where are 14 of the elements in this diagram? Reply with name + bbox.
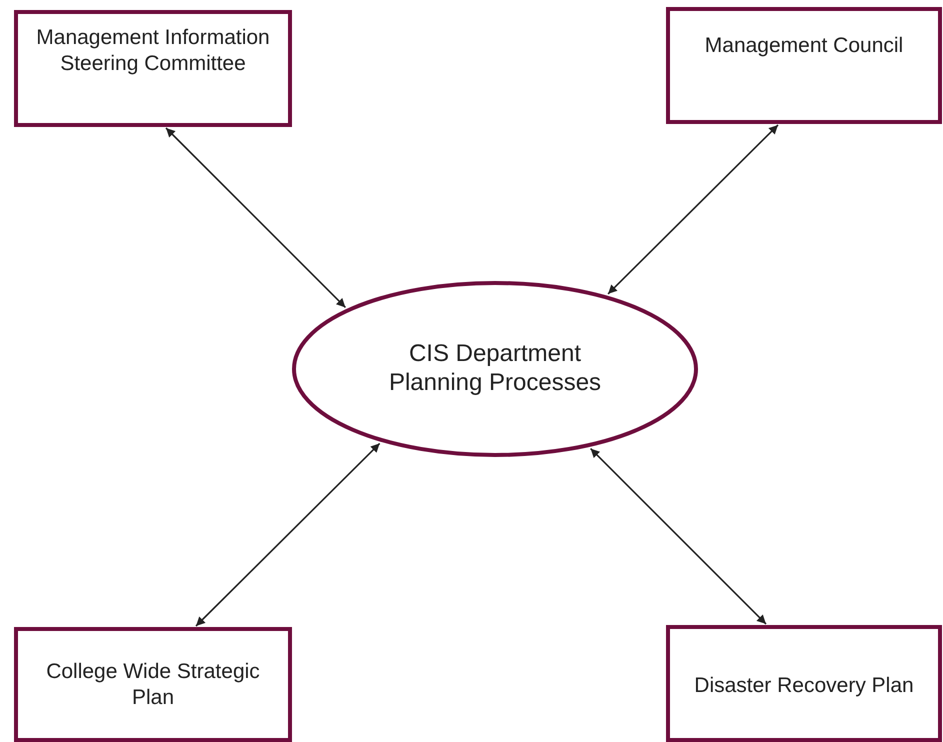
double-arrow bbox=[590, 448, 767, 625]
process-box bbox=[14, 627, 292, 742]
process-box bbox=[666, 7, 942, 124]
process-ellipse bbox=[292, 281, 698, 457]
double-arrow bbox=[165, 127, 346, 308]
double-arrow bbox=[195, 442, 380, 627]
double-arrow bbox=[608, 124, 779, 294]
node-label: CIS Department Planning Processes bbox=[388, 340, 602, 398]
node-label: Management Information Steering Committee bbox=[35, 25, 271, 76]
node-label: College Wide Strategic Plan bbox=[45, 659, 261, 710]
node-label: Disaster Recovery Plan bbox=[694, 672, 914, 698]
node-label: Management Council bbox=[704, 32, 904, 58]
process-box bbox=[14, 10, 292, 127]
process-box bbox=[666, 625, 942, 742]
